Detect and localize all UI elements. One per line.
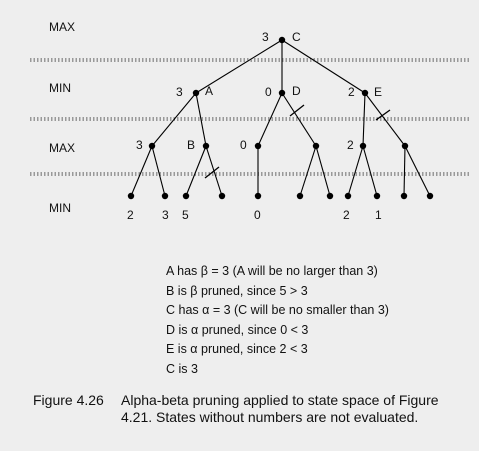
note-line: A has β = 3 (A will be no larger than 3): [166, 264, 378, 278]
leaf-node: [182, 192, 190, 200]
edge-leaf: [130, 145, 153, 197]
edge-a-b: [195, 92, 207, 147]
leaf-node: [218, 192, 226, 200]
node-e: [361, 89, 369, 97]
pruning-notes: A has β = 3 (A will be no larger than 3)…: [166, 262, 389, 380]
leaf-node: [161, 192, 169, 200]
figure-caption-text: Alpha-beta pruning applied to state spac…: [121, 392, 439, 425]
prune-mark-d: [289, 104, 305, 117]
node-e-value: 2: [348, 85, 355, 99]
node-max5: [359, 142, 367, 150]
leaf-value: 2: [127, 208, 134, 222]
edge-d-max4: [281, 92, 317, 147]
edge-leaf: [185, 145, 207, 197]
edge-e-max5: [362, 92, 366, 147]
node-max3: [254, 142, 262, 150]
node-max1: [148, 142, 156, 150]
edge-leaf: [315, 145, 331, 197]
edge-leaf: [404, 145, 431, 197]
edge-leaf: [403, 145, 406, 197]
edge-c-e: [281, 39, 366, 94]
note-line: C is 3: [166, 361, 198, 376]
edge-a-max1: [151, 92, 197, 147]
edge-e-max6: [364, 92, 406, 147]
leaf-node: [400, 192, 408, 200]
leaf-node: [426, 192, 434, 200]
node-c-name: C: [292, 30, 301, 44]
figure-number: Figure 4.26: [33, 392, 104, 408]
node-max1-value: 3: [136, 138, 143, 152]
edge-c-a: [195, 39, 283, 94]
leaf-value: 1: [375, 208, 382, 222]
node-max6: [401, 142, 409, 150]
node-d-name: D: [292, 84, 301, 98]
leaf-value: 0: [254, 208, 261, 222]
node-max4: [312, 142, 320, 150]
edge-leaf: [347, 145, 364, 197]
leaf-node: [344, 192, 352, 200]
edge-leaf: [299, 145, 317, 197]
edge-leaf: [151, 145, 166, 197]
node-max5-value: 2: [347, 138, 354, 152]
edge-leaf: [362, 145, 378, 197]
node-c-value: 3: [262, 30, 269, 44]
note-line: C has α = 3 (C will be no smaller than 3…: [166, 303, 389, 318]
node-max3-value: 0: [240, 138, 247, 152]
leaf-value: 2: [343, 208, 350, 222]
level-label-max-1: MAX: [49, 20, 75, 34]
leaf-node: [296, 192, 304, 200]
note-line: D is α pruned, since 0 < 3: [166, 322, 309, 337]
leaf-node: [326, 192, 334, 200]
level-label-max-2: MAX: [49, 141, 75, 155]
node-b-name: B: [187, 138, 195, 152]
leaf-node: [254, 192, 262, 200]
node-d-value: 0: [265, 85, 272, 99]
game-tree-diagram: MAX MIN MAX MIN: [30, 20, 470, 222]
prune-mark-b: [204, 166, 220, 179]
node-a-name: A: [205, 84, 213, 98]
level-label-min-2: MIN: [49, 201, 71, 215]
level-label-min-1: MIN: [49, 81, 71, 95]
node-d: [278, 89, 286, 97]
note-line: B is β pruned, since 5 > 3: [166, 283, 308, 298]
node-e-name: E: [374, 85, 382, 99]
leaf-node: [127, 192, 135, 200]
node-c: [278, 36, 286, 44]
leaf-value: 5: [182, 208, 189, 222]
leaf-node: [373, 192, 381, 200]
node-a: [192, 89, 200, 97]
node-b: [202, 142, 210, 150]
prune-mark-e: [375, 109, 391, 121]
leaf-value: 3: [162, 208, 169, 222]
edge-d-max3: [257, 92, 283, 147]
node-a-value: 3: [176, 85, 183, 99]
note-line: E is α pruned, since 2 < 3: [166, 342, 308, 357]
